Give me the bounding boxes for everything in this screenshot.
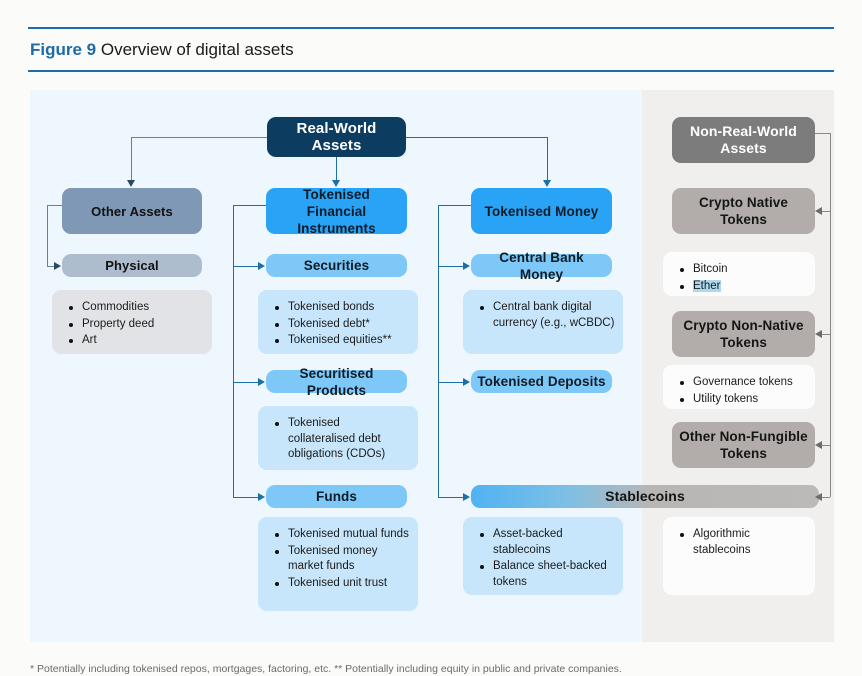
connector-rwa-to-other [131,137,267,138]
bullet-list: Tokenised bonds Tokenised debt* Tokenise… [266,300,410,349]
list-item: Tokenised unit trust [275,576,410,592]
list-crypto-native-tokens: Bitcoin Ether [663,252,815,296]
list-item: Tokenised mutual funds [275,527,410,543]
bullet-list: Algorithmic stablecoins [671,527,807,558]
title-rule-top [28,27,834,29]
connector-nrwa-onft [822,445,830,446]
list-item-highlighted: Ether [693,279,721,292]
figure-number: Figure 9 [30,40,97,59]
connector-money-top [438,205,471,206]
node-real-world-assets[interactable]: Real-World Assets [267,117,406,157]
list-item: Central bank digital currency (e.g., wCB… [480,300,615,331]
arrow-to-securitised-products [258,378,265,386]
list-item: Tokenised debt* [275,317,410,333]
connector-nrwa-spine [830,133,831,497]
connector-tfi-spine [233,205,234,497]
node-crypto-non-native-tokens[interactable]: Crypto Non-Native Tokens [672,311,815,357]
connector-other-top [47,205,62,206]
list-item: Utility tokens [680,392,807,408]
node-funds[interactable]: Funds [266,485,407,508]
bullet-list: Commodities Property deed Art [60,300,204,349]
list-item: Ether [680,279,807,295]
page-title: Figure 9 Overview of digital assets [30,36,820,64]
node-other-assets[interactable]: Other Assets [62,188,202,234]
node-stablecoins[interactable]: Stablecoins [471,485,819,508]
list-item: Property deed [69,317,204,333]
list-item: Art [69,333,204,349]
node-tokenised-money[interactable]: Tokenised Money [471,188,612,234]
node-securities[interactable]: Securities [266,254,407,277]
node-crypto-native-tokens[interactable]: Crypto Native Tokens [672,188,815,234]
node-tokenised-financial-instruments[interactable]: Tokenised Financial Instruments [266,187,407,236]
arrow-to-stablecoins-right [815,493,822,501]
arrow-to-central-bank-money [463,262,470,270]
list-other-assets-physical: Commodities Property deed Art [52,290,212,354]
list-central-bank-money: Central bank digital currency (e.g., wCB… [463,290,623,354]
bullet-list: Governance tokens Utility tokens [671,375,807,407]
list-item: Governance tokens [680,375,807,391]
arrow-to-tokenised-deposits [463,378,470,386]
connector-tfi-top [233,205,266,206]
list-item: Tokenised equities** [275,333,410,349]
connector-nrwa-stablecoins [822,497,830,498]
list-item: Bitcoin [680,262,807,278]
connector-rwa-to-money-v [547,137,548,182]
node-physical[interactable]: Physical [62,254,202,277]
connector-tfi-funds [233,497,259,498]
connector-money-deposits [438,382,464,383]
connector-tfi-securities [233,266,259,267]
arrow-to-other-non-fungible-tokens [815,441,822,449]
arrow-to-physical [54,262,61,270]
list-item: Tokenised money market funds [275,544,410,575]
list-item: Tokenised collateralised debt obligation… [275,416,410,463]
node-non-real-world-assets[interactable]: Non-Real-World Assets [672,117,815,163]
list-stablecoins-algorithmic: Algorithmic stablecoins [663,517,815,595]
arrow-to-stablecoins [463,493,470,501]
title-rule-bottom [28,70,834,72]
list-securitised-products: Tokenised collateralised debt obligation… [258,406,418,470]
bullet-list: Tokenised collateralised debt obligation… [266,416,410,463]
connector-rwa-to-other-v [131,137,132,182]
bullet-list: Asset-backed stablecoins Balance sheet-b… [471,527,615,590]
connector-tfi-securitised [233,382,259,383]
connector-nrwa-cnnt [822,334,830,335]
list-item: Commodities [69,300,204,316]
connector-other-spine [47,205,48,266]
list-crypto-non-native-tokens: Governance tokens Utility tokens [663,365,815,409]
list-item: Asset-backed stablecoins [480,527,615,558]
connector-other-to-physical [47,266,55,267]
connector-money-spine [438,205,439,497]
footnote: * Potentially including tokenised repos,… [30,663,622,675]
connector-nrwa-top [815,133,830,134]
bullet-list: Tokenised mutual funds Tokenised money m… [266,527,410,591]
arrow-to-crypto-non-native-tokens [815,330,822,338]
arrow-to-tokenised-money [543,180,551,187]
connector-nrwa-cnt [822,211,830,212]
figure-title-text: Overview of digital assets [100,40,294,59]
node-tokenised-deposits[interactable]: Tokenised Deposits [471,370,612,393]
arrow-to-other-assets [127,180,135,187]
bullet-list: Central bank digital currency (e.g., wCB… [471,300,615,331]
connector-rwa-to-money-h [406,137,547,138]
connector-rwa-to-tfi-v [336,157,337,182]
list-stablecoins-asset-backed: Asset-backed stablecoins Balance sheet-b… [463,517,623,595]
node-central-bank-money[interactable]: Central Bank Money [471,250,612,282]
node-other-non-fungible-tokens[interactable]: Other Non-Fungible Tokens [672,422,815,468]
list-item: Tokenised bonds [275,300,410,316]
connector-money-stablecoins [438,497,464,498]
node-securitised-products[interactable]: Securitised Products [266,366,407,398]
arrow-to-tokenised-financial-instruments [332,180,340,187]
arrow-to-crypto-native-tokens [815,207,822,215]
list-item: Balance sheet-backed tokens [480,559,615,590]
arrow-to-funds [258,493,265,501]
connector-money-cbm [438,266,464,267]
bullet-list: Bitcoin Ether [671,262,807,294]
list-item: Algorithmic stablecoins [680,527,807,558]
list-securities: Tokenised bonds Tokenised debt* Tokenise… [258,290,418,354]
arrow-to-securities [258,262,265,270]
list-funds: Tokenised mutual funds Tokenised money m… [258,517,418,611]
